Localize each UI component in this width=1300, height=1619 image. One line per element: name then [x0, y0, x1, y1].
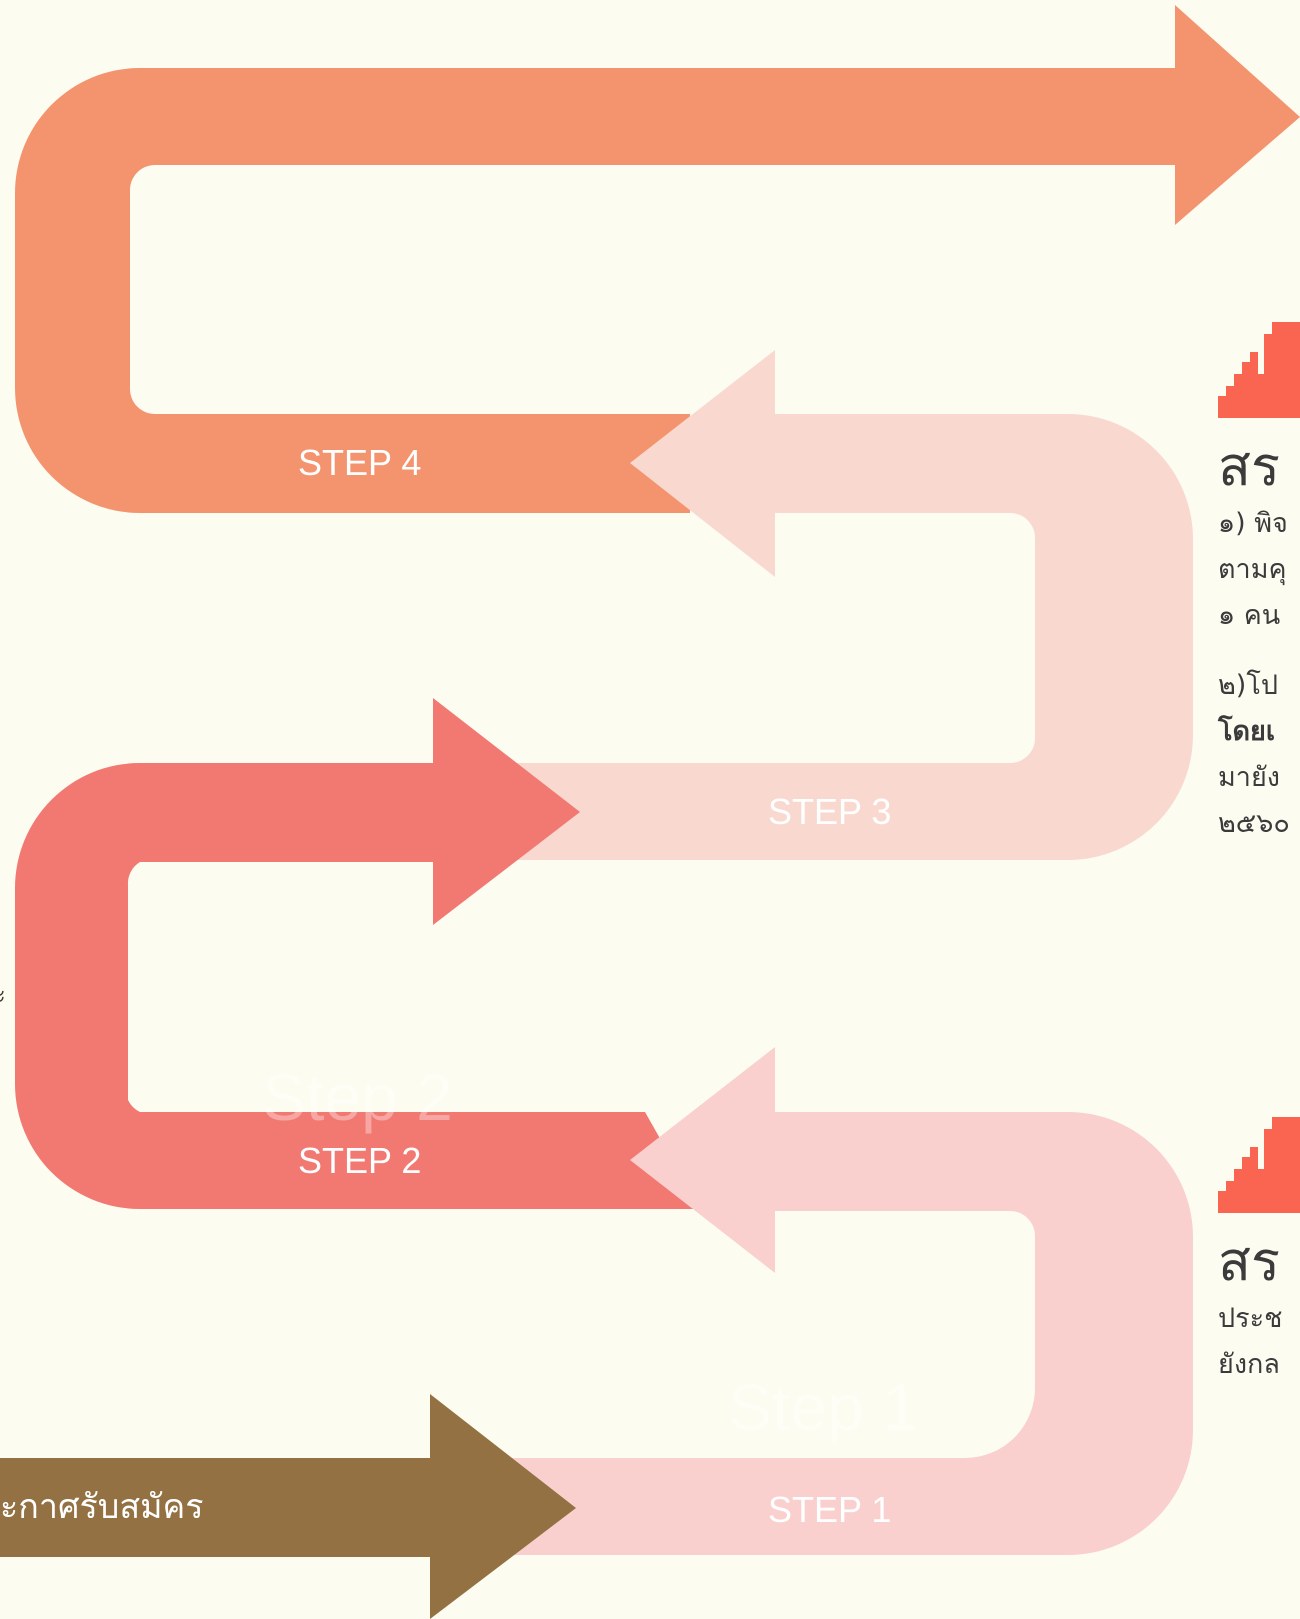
- step4-label: STEP 4: [298, 442, 422, 483]
- panel-1-line: มายัง: [1218, 762, 1280, 793]
- info-panel-2: สร ประช ยังกล: [1218, 1117, 1300, 1385]
- step2-arrowhead: [433, 698, 580, 925]
- panel-1-line: ๑) พิจ: [1218, 508, 1288, 539]
- side-text-fragment: ะ: [0, 980, 6, 1010]
- panel-1-line: ๒)โป: [1218, 670, 1278, 701]
- panel-1-title: สร: [1218, 435, 1280, 498]
- step1-arrowhead: [630, 1047, 775, 1273]
- step1-label: STEP 1: [768, 1489, 892, 1530]
- step3-arrowhead: [630, 350, 775, 577]
- bar-chart-icon: [1218, 1117, 1300, 1213]
- step2-label: STEP 2: [298, 1140, 422, 1181]
- panel-2-title: สร: [1218, 1230, 1280, 1293]
- panel-2-line: ประช: [1218, 1303, 1283, 1334]
- panel-1-line: โดยเ: [1218, 716, 1276, 747]
- panel-2-line: ยังกล: [1218, 1349, 1280, 1380]
- announce-label: ะกาศรับสมัคร: [0, 1487, 204, 1527]
- step4-arrow: [15, 5, 1300, 513]
- step2-ghost-label: Step 2: [262, 1060, 453, 1134]
- step3-label: STEP 3: [768, 791, 892, 832]
- panel-1-line: ตามคุ: [1218, 554, 1287, 585]
- step2-arrow: [15, 763, 700, 1209]
- info-panel-1: สร ๑) พิจ ตามคุ ๑ คน ๒)โป โดยเ มายัง ๒๕๖…: [1218, 322, 1300, 844]
- panel-1-line: ๒๕๖๐: [1218, 808, 1290, 839]
- panel-1-line: ๑ คน: [1218, 600, 1281, 631]
- step1-arrow: [500, 1112, 1193, 1555]
- announce-arrow: [0, 1394, 576, 1619]
- bar-chart-icon: [1218, 322, 1300, 418]
- step1-ghost-label: Step 1: [728, 1370, 919, 1444]
